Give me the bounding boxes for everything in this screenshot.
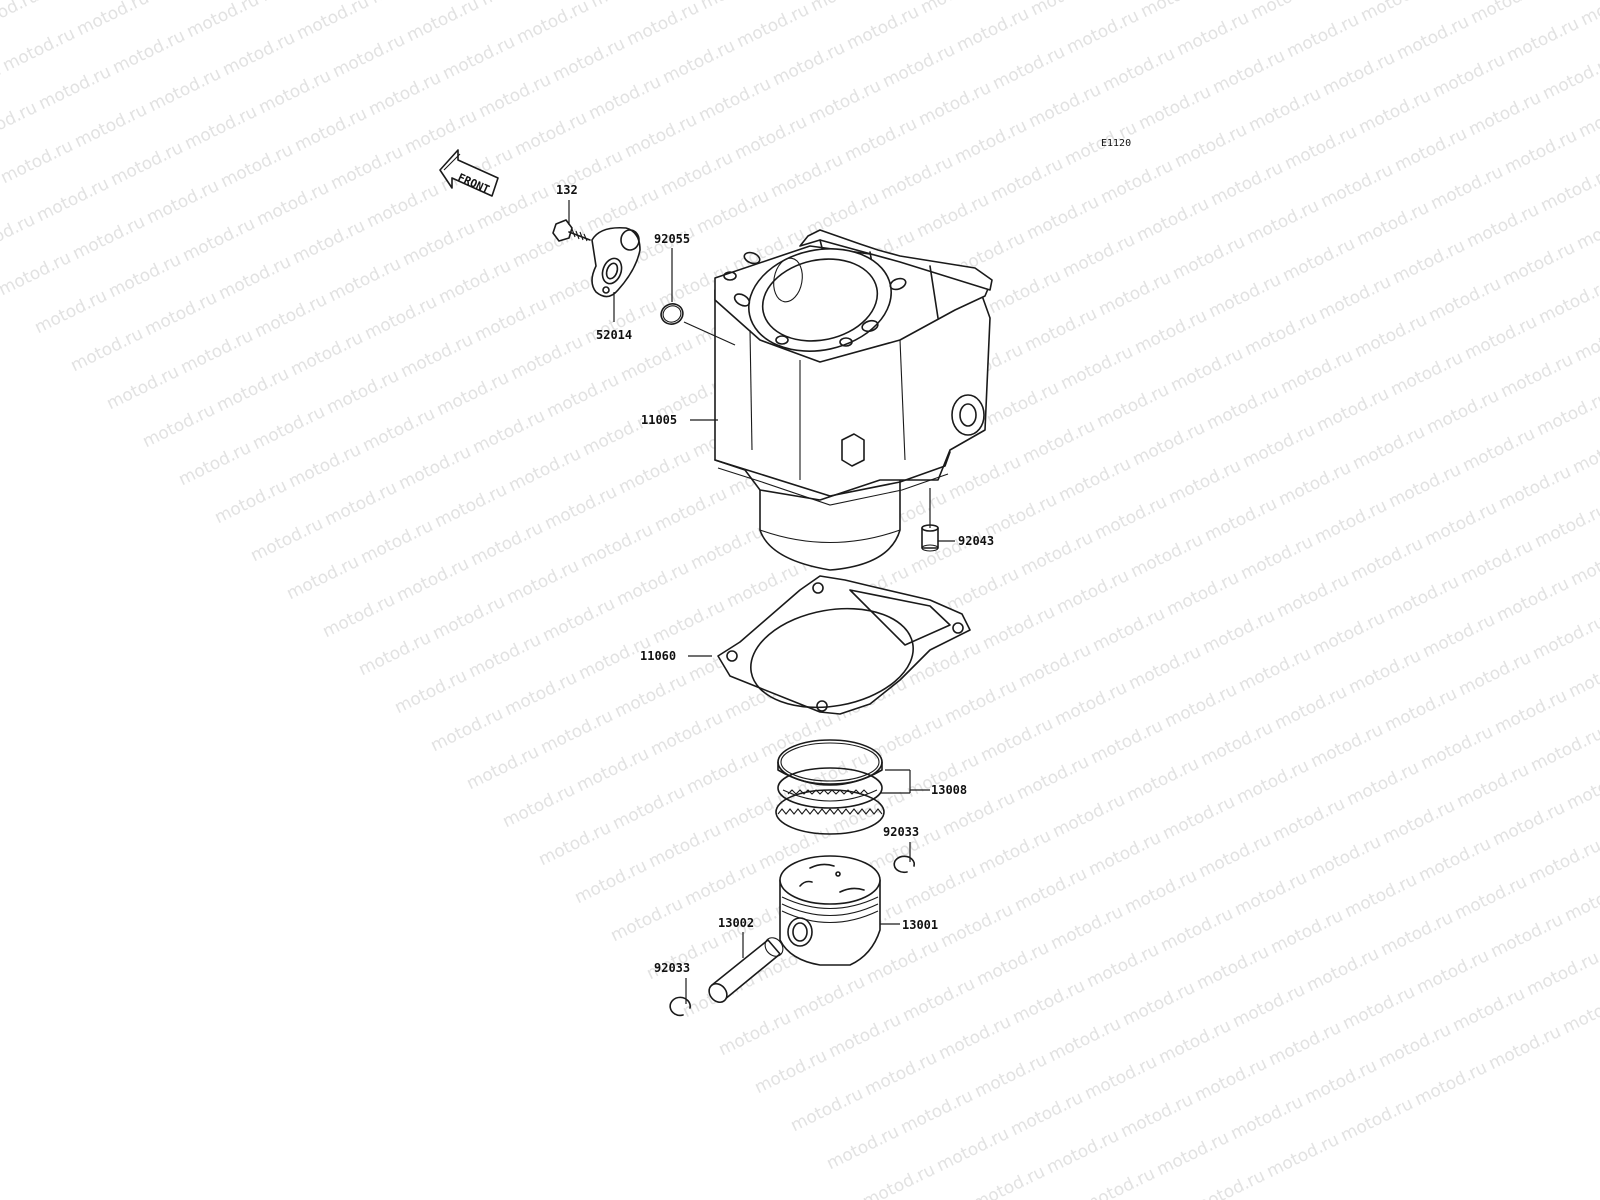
piston-13001-drawing	[779, 855, 881, 966]
water-pipe-52014-drawing	[591, 226, 641, 298]
part-label-132[interactable]: 132	[556, 183, 578, 197]
part-label-13008[interactable]: 13008	[931, 783, 968, 797]
bolt-132-drawing	[552, 219, 591, 242]
part-label-13002[interactable]: 13002	[718, 916, 755, 930]
part-label-52014[interactable]: 52014	[596, 328, 633, 342]
part-label-92055[interactable]: 92055	[654, 232, 691, 246]
front-arrow-icon: FRONT	[439, 149, 499, 197]
gasket-11060-drawing	[717, 575, 971, 715]
part-label-11060[interactable]: 11060	[640, 649, 677, 663]
circlip-92033-upper-drawing	[893, 855, 916, 874]
dowel-pin-92043-drawing	[921, 524, 939, 552]
part-label-11005[interactable]: 11005	[641, 413, 678, 427]
part-label-13001[interactable]: 13001	[902, 918, 939, 932]
circlip-92033-lower-drawing	[669, 996, 691, 1017]
part-label-92033-lower[interactable]: 92033	[654, 961, 691, 975]
part-label-92033-upper[interactable]: 92033	[883, 825, 920, 839]
part-label-92043[interactable]: 92043	[958, 534, 995, 548]
cylinder-11005-drawing	[714, 229, 993, 571]
piston-pin-13002-drawing	[708, 937, 784, 1004]
piston-ring-set-13008-drawing	[775, 739, 885, 835]
o-ring-92055-drawing	[660, 303, 684, 325]
diagram-code: E1120	[1101, 138, 1132, 149]
leader-lines	[568, 200, 955, 1004]
